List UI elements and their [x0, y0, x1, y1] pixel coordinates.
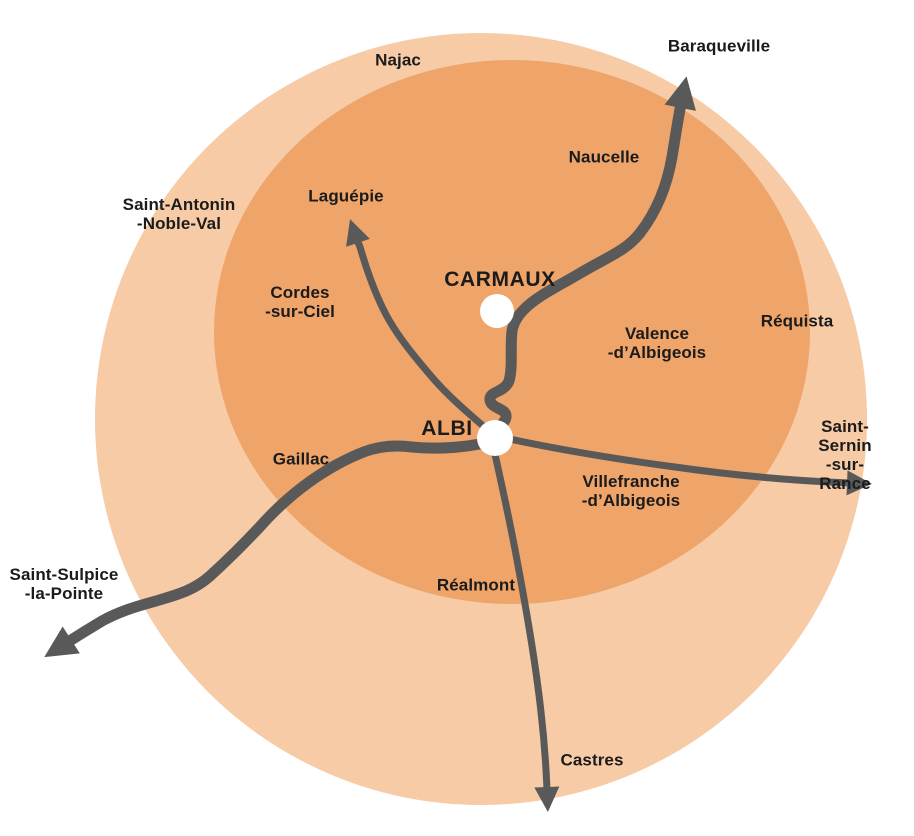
label-saint-antonin-noble-val: Saint-Antonin -Noble-Val — [122, 194, 236, 233]
node-albi — [477, 420, 513, 456]
road-albi-laguepie — [346, 219, 493, 435]
label-gaillac: Gaillac — [272, 449, 330, 469]
city-label-carmaux: CARMAUX — [444, 268, 556, 292]
road-albi-carmaux-baraqueville — [484, 76, 696, 443]
label-saint-sernin-sur-rance: Saint-Sernin -sur-Rance — [818, 416, 872, 494]
label-valence-d-albigeois: Valence -d’Albigeois — [607, 323, 707, 362]
label-naucelle: Naucelle — [568, 147, 640, 167]
label-castres: Castres — [560, 750, 624, 770]
city-label-albi: ALBI — [421, 417, 473, 441]
roads-layer — [44, 76, 872, 812]
label-saint-sulpice-la-pointe: Saint-Sulpice -la-Pointe — [9, 564, 119, 603]
road-albi-gaillac-saint-sulpice — [44, 434, 503, 658]
label-najac: Najac — [375, 50, 421, 70]
label-laguepie: Laguépie — [308, 186, 384, 206]
road-albi-saint-sernin — [496, 433, 872, 496]
label-baraqueville: Baraqueville — [667, 36, 771, 56]
road-albi-realmont-castres — [488, 437, 560, 812]
label-cordes-sur-ciel: Cordes -sur-Ciel — [265, 282, 335, 321]
label-villefranche-d-albigeois: Villefranche -d’Albigeois — [581, 471, 681, 510]
label-requista: Réquista — [760, 311, 834, 331]
label-realmont: Réalmont — [436, 575, 516, 595]
node-carmaux — [480, 294, 514, 328]
